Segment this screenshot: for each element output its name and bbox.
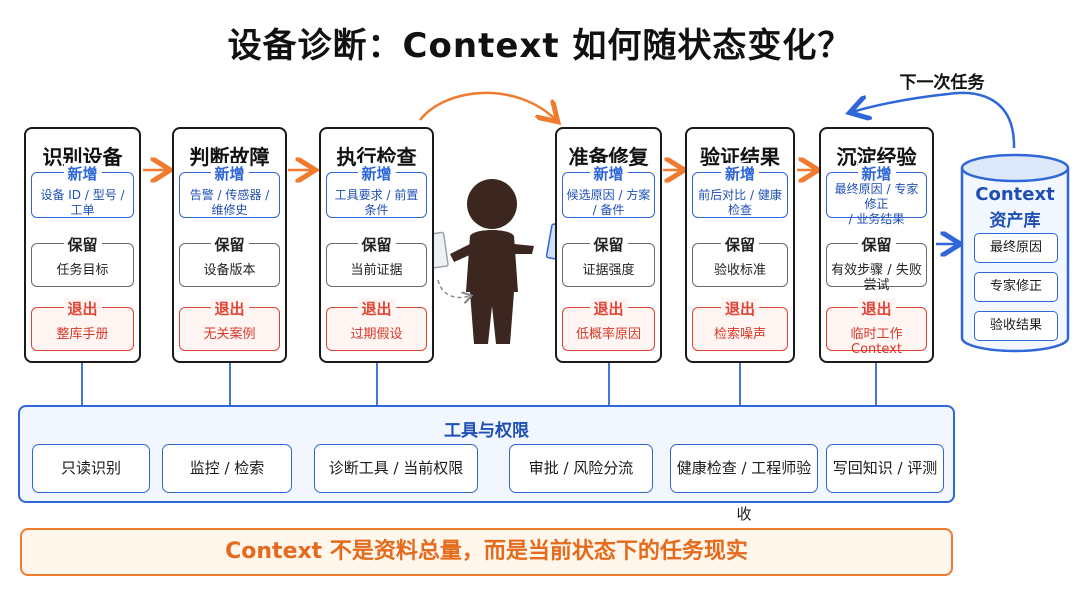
exit-text: 无关案例 xyxy=(203,327,256,342)
exit-label: 退出 xyxy=(589,298,628,319)
new-text: 前后对比 / 健康检查 xyxy=(698,188,782,217)
new-text: 候选原因 / 方案 / 备件 xyxy=(566,188,651,217)
keep-box: 保留 验收标准 xyxy=(692,234,788,287)
tool-diagnostic-permission: 诊断工具 / 当前权限 xyxy=(314,444,478,493)
new-box: 新增 工具要求 / 前置条件 xyxy=(326,163,427,218)
tool-approval-risk: 审批 / 风险分流 xyxy=(509,444,653,493)
asset-item-acceptance-result: 验收结果 xyxy=(974,311,1058,341)
exit-box: 退出 整库手册 xyxy=(31,298,134,351)
exit-text: 过期假设 xyxy=(350,327,403,342)
keep-text: 证据强度 xyxy=(582,263,635,278)
page-title: 设备诊断：Context 如何随状态变化？ xyxy=(227,26,853,66)
new-text: 设备 ID / 型号 / 工单 xyxy=(40,188,125,217)
keep-text: 任务目标 xyxy=(56,263,109,278)
keep-box: 保留 设备版本 xyxy=(179,234,280,287)
keep-text: 验收标准 xyxy=(713,263,766,278)
stage-card-verify-result: 验证结果 新增 前后对比 / 健康检查 保留 验收标准 退出 检索噪声 xyxy=(685,127,795,363)
exit-box: 退出 检索噪声 xyxy=(692,298,788,351)
tool-health-check-acceptance: 健康检查 / 工程师验收 xyxy=(670,444,818,523)
exit-label: 退出 xyxy=(720,298,760,319)
person-silhouette xyxy=(450,179,534,344)
stage-card-capture-experience: 沉淀经验 新增 最终原因 / 专家修正 / 业务结果 保留 有效步骤 / 失败尝… xyxy=(819,127,934,363)
stage-card-diagnose-fault: 判断故障 新增 告警 / 传感器 / 维修史 保留 设备版本 退出 无关案例 xyxy=(172,127,287,363)
exit-box: 退出 低概率原因 xyxy=(562,298,655,351)
exchange-arrow xyxy=(437,279,470,297)
stage-arrows xyxy=(143,91,816,170)
tools-title: 工具与权限 xyxy=(444,421,529,441)
exit-text: 检索噪声 xyxy=(713,327,766,342)
new-label: 新增 xyxy=(210,163,249,184)
arrow-next-task-loop xyxy=(852,91,1016,149)
new-label: 新增 xyxy=(63,163,102,184)
asset-item-expert-correction: 专家修正 xyxy=(974,272,1058,302)
exit-label: 退出 xyxy=(63,298,102,319)
new-text: 工具要求 / 前置条件 xyxy=(334,188,419,217)
arrow-stage3-to-stage4-arc xyxy=(419,91,556,120)
new-box: 新增 告警 / 传感器 / 维修史 xyxy=(179,163,280,218)
new-label: 新增 xyxy=(357,163,396,184)
keep-label: 保留 xyxy=(589,234,628,255)
new-text-line-2: / 业务结果 xyxy=(848,212,905,226)
stage-card-prepare-repair: 准备修复 新增 候选原因 / 方案 / 备件 保留 证据强度 退出 低概率原因 xyxy=(555,127,662,363)
keep-label: 保留 xyxy=(63,234,102,255)
tool-writeback-evaluation: 写回知识 / 评测 xyxy=(826,444,944,493)
exit-text: 低概率原因 xyxy=(575,327,641,342)
new-box: 新增 最终原因 / 专家修正 / 业务结果 xyxy=(826,163,927,226)
next-task-label: 下一次任务 xyxy=(899,73,985,93)
exit-box: 退出 过期假设 xyxy=(326,298,427,351)
keep-box: 保留 任务目标 xyxy=(31,234,134,287)
exit-box: 退出 临时工作 Context xyxy=(826,298,927,357)
new-label: 新增 xyxy=(720,163,760,184)
person-torso xyxy=(466,230,518,292)
exit-label: 退出 xyxy=(210,298,249,319)
keep-label: 保留 xyxy=(357,234,396,255)
exit-text: 整库手册 xyxy=(56,327,109,342)
new-label: 新增 xyxy=(589,163,628,184)
exit-label: 退出 xyxy=(357,298,396,319)
asset-item-final-cause: 最终原因 xyxy=(974,233,1058,263)
asset-store-title-line2: 资产库 xyxy=(989,211,1041,231)
new-label: 新增 xyxy=(857,163,896,184)
keep-text: 当前证据 xyxy=(350,263,403,278)
person-head xyxy=(467,179,517,229)
new-box: 新增 设备 ID / 型号 / 工单 xyxy=(31,163,134,218)
keep-box: 保留 当前证据 xyxy=(326,234,427,287)
asset-store-title-line1: Context xyxy=(975,184,1055,205)
exit-box: 退出 无关案例 xyxy=(179,298,280,351)
new-box: 新增 前后对比 / 健康检查 xyxy=(692,163,788,218)
new-text: 告警 / 传感器 / 维修史 xyxy=(189,188,270,217)
conclusion-banner: Context 不是资料总量，而是当前状态下的任务现实 xyxy=(20,528,953,576)
new-text: 最终原因 / 专家修正 / 业务结果 xyxy=(829,182,924,227)
new-box: 新增 候选原因 / 方案 / 备件 xyxy=(562,163,655,218)
tool-readonly-identify: 只读识别 xyxy=(32,444,150,493)
keep-box: 保留 有效步骤 / 失败尝试 xyxy=(826,234,927,293)
keep-text: 有效步骤 / 失败尝试 xyxy=(831,263,922,293)
stage-card-run-checks: 执行检查 新增 工具要求 / 前置条件 保留 当前证据 退出 过期假设 xyxy=(319,127,434,363)
person-arm-right xyxy=(512,244,534,254)
exit-label: 退出 xyxy=(857,298,896,319)
keep-box: 保留 证据强度 xyxy=(562,234,655,287)
keep-label: 保留 xyxy=(857,234,896,255)
keep-text: 设备版本 xyxy=(203,263,256,278)
person-legs xyxy=(470,292,514,344)
stage-card-identify-device: 识别设备 新增 设备 ID / 型号 / 工单 保留 任务目标 退出 整库手册 xyxy=(24,127,141,363)
exit-text: 临时工作 Context xyxy=(850,327,903,357)
keep-label: 保留 xyxy=(720,234,760,255)
new-text-line-1: 最终原因 / 专家修正 xyxy=(834,182,919,211)
stage-connectors xyxy=(81,363,877,406)
person-arm-left xyxy=(450,244,472,262)
keep-label: 保留 xyxy=(210,234,249,255)
tools-permissions-panel: 工具与权限 只读识别 监控 / 检索 诊断工具 / 当前权限 审批 / 风险分流… xyxy=(18,405,955,523)
tool-monitor-search: 监控 / 检索 xyxy=(162,444,292,493)
